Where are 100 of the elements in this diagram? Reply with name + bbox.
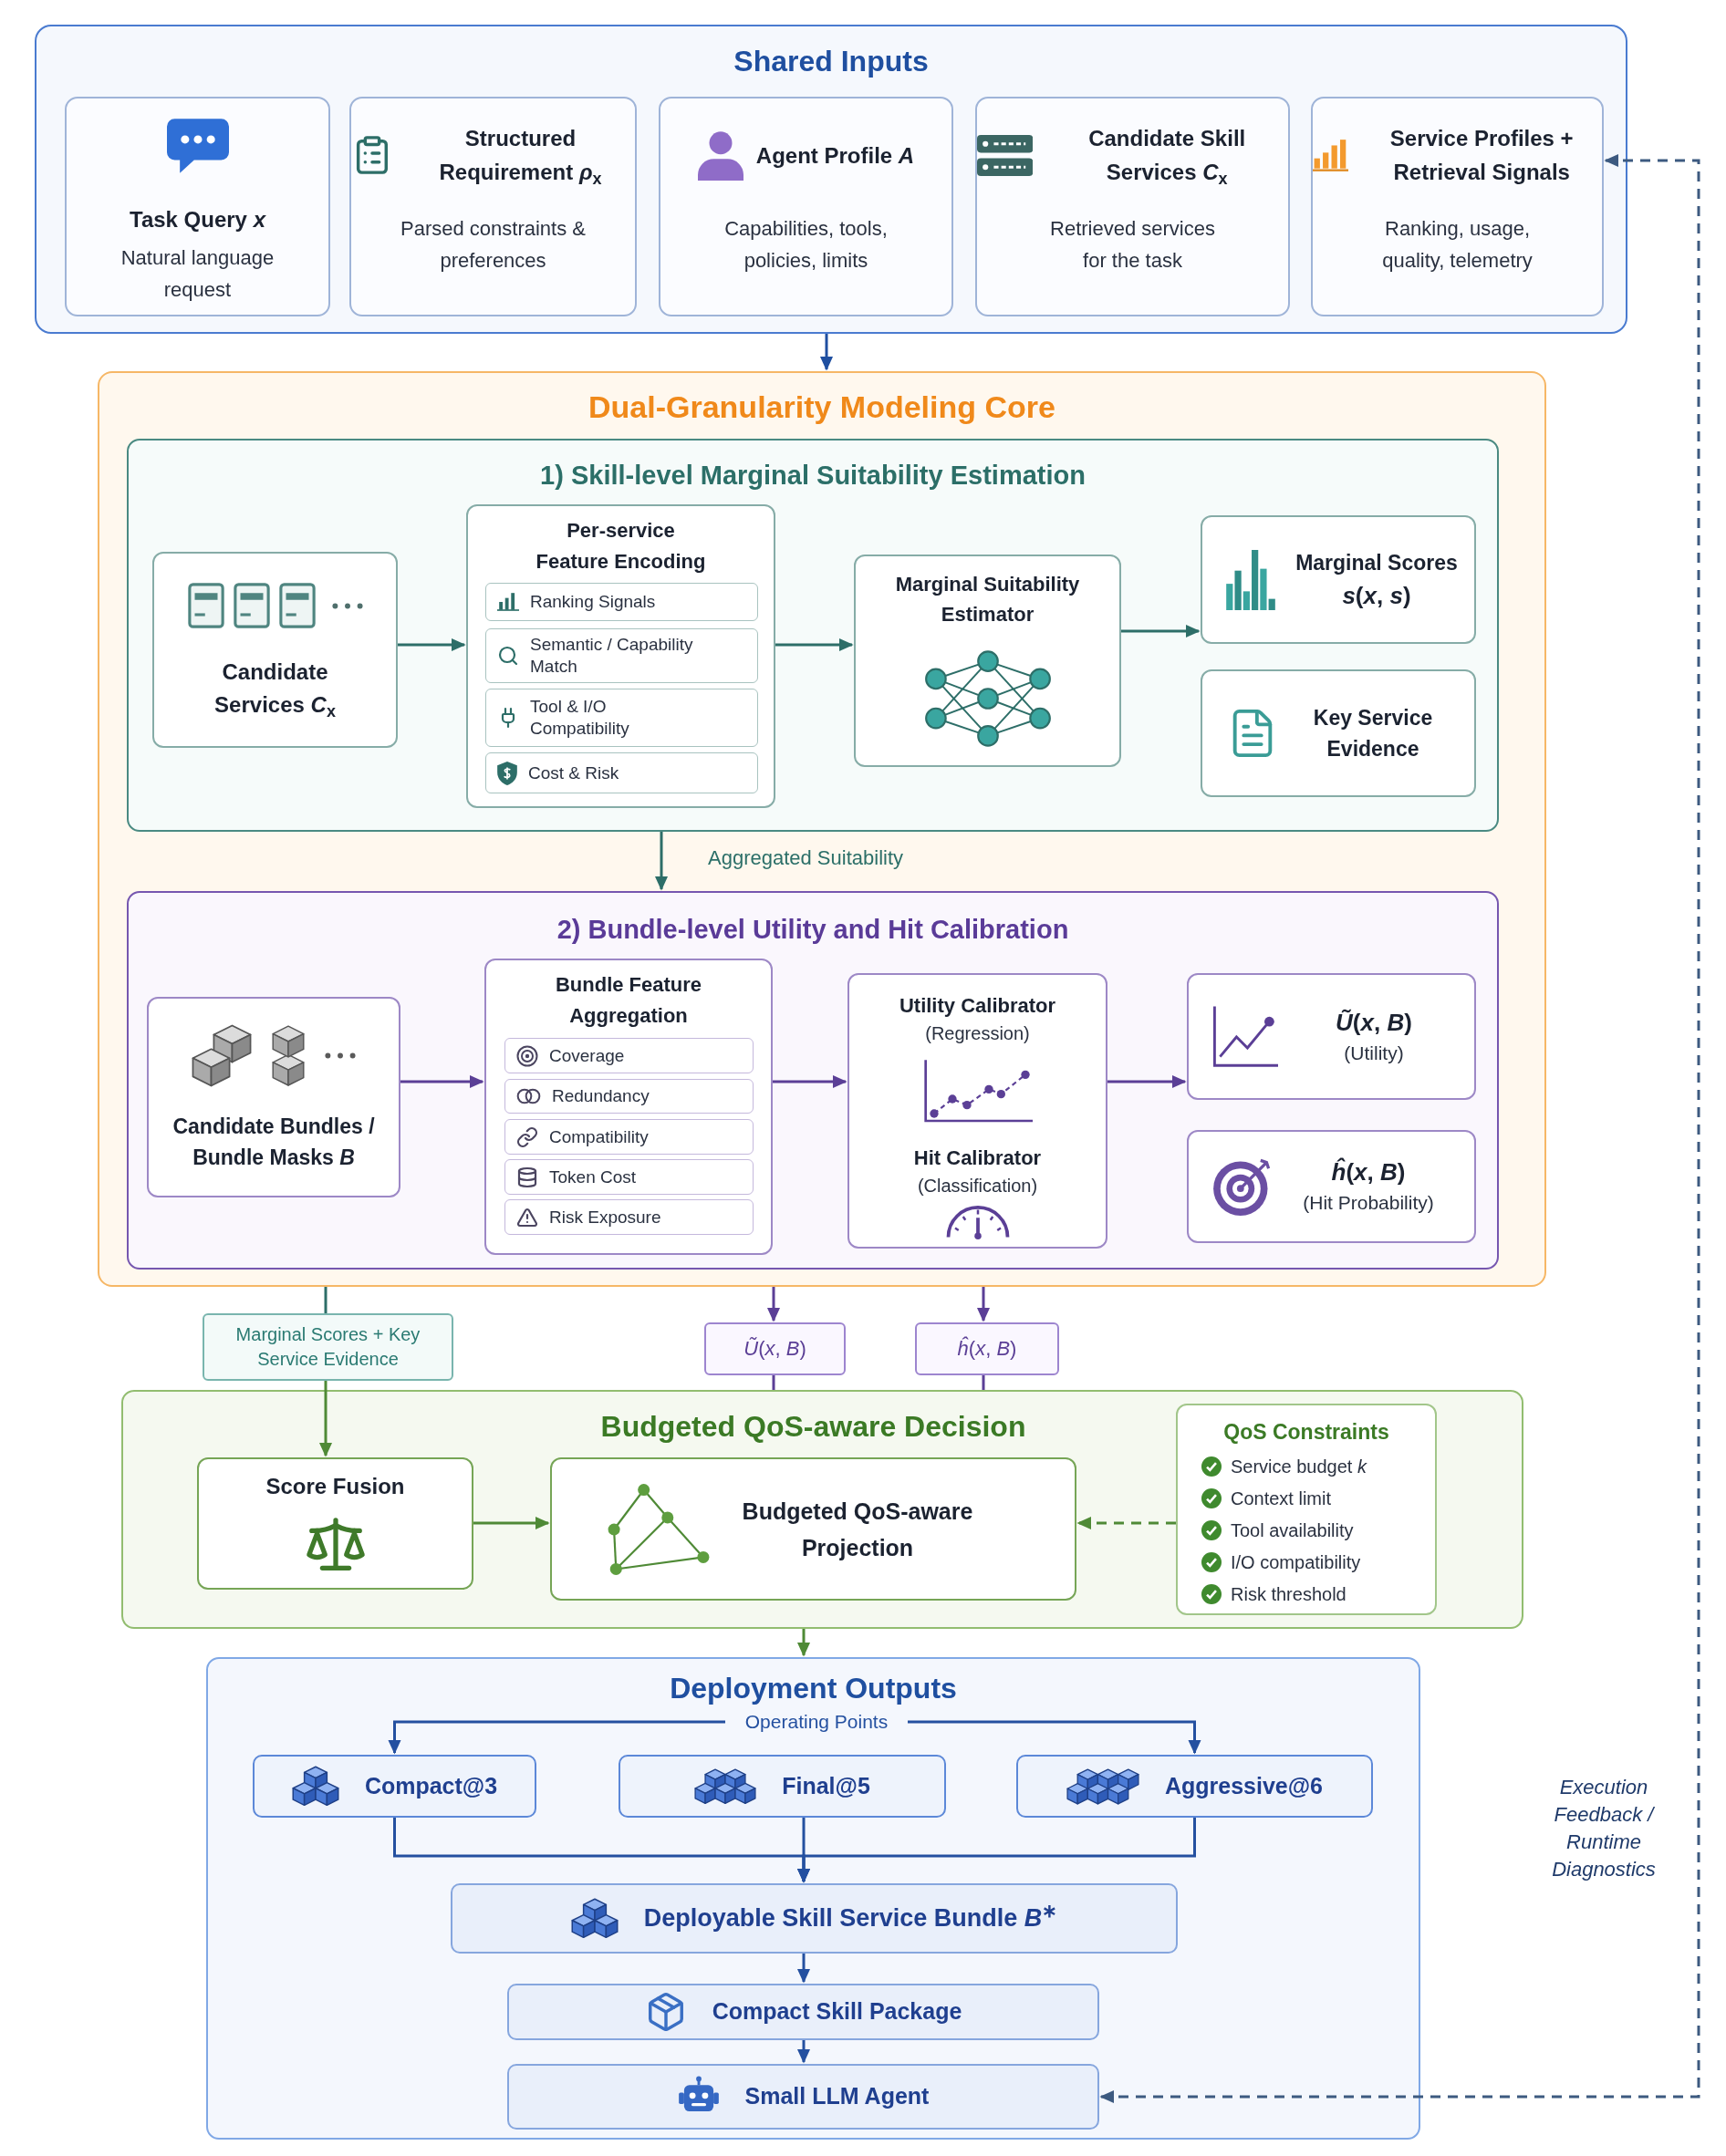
card-description: Retrieved services for the task [1049, 216, 1216, 274]
process-box [847, 973, 1107, 1249]
node-title: Marginal Scores [1295, 549, 1458, 576]
signal-tag [915, 1322, 1059, 1375]
card-description: Capabilities, tools, policies, limits [723, 216, 889, 274]
panel-title: Shared Inputs [733, 44, 929, 79]
node-title: Bundle Feature Aggregation [554, 972, 703, 1029]
node-title: Budgeted QoS-aware Projection [741, 1497, 974, 1562]
node-subtitle: (Hit Probability) [1303, 1191, 1434, 1215]
arrow [796, 1954, 811, 1984]
input-card [975, 97, 1290, 316]
row-label: Risk Exposure [549, 1206, 661, 1228]
arrow [318, 1381, 333, 1457]
arrow [388, 1720, 725, 1755]
formula: ĥ(x, B) [1331, 1156, 1406, 1187]
panel-title: Deployment Outputs [670, 1671, 957, 1706]
feature-row [485, 628, 758, 683]
option-box [619, 1755, 946, 1818]
row-label: Token Cost [549, 1166, 637, 1188]
section-panel [98, 371, 1546, 1287]
arrow [1121, 624, 1201, 638]
process-box [197, 1457, 473, 1590]
process-box [1201, 669, 1476, 797]
constraint-item: Risk threshold [1231, 1582, 1346, 1606]
section-panel [206, 1657, 1420, 2140]
feature-row [504, 1159, 754, 1195]
card-title: Agent Profile A [755, 141, 915, 170]
output-label: Small LLM Agent [744, 2082, 930, 2111]
output-box [507, 2064, 1099, 2130]
feature-row [504, 1038, 754, 1073]
node-subtitle: (Utility) [1344, 1041, 1404, 1065]
node-title: QoS Constraints [1223, 1419, 1389, 1446]
process-box [1201, 515, 1476, 644]
row-label: Semantic / Capability Match [530, 634, 694, 678]
arrow [654, 832, 669, 891]
output-label: Aggressive@6 [1164, 1771, 1324, 1800]
connector-line [772, 1375, 775, 1390]
signal-tag [203, 1313, 453, 1381]
node-title: Marginal Suitability Estimator [894, 572, 1081, 627]
arrow [796, 2040, 811, 2064]
card-description: Parsed constraints & preferences [400, 216, 587, 274]
card-title: Service Profiles + Retrieval Signals [1388, 125, 1575, 186]
section-panel [127, 891, 1499, 1270]
feature-row [485, 752, 758, 793]
row-label: Ranking Signals [530, 591, 656, 613]
arrow [398, 637, 466, 652]
process-box [1187, 973, 1476, 1100]
panel-title: 1) Skill-level Marginal Suitability Estimation [540, 460, 1086, 492]
arrow [1076, 1516, 1176, 1530]
card-title: Task Query x [130, 206, 265, 233]
connector-line [324, 1287, 328, 1313]
panel-title: Budgeted QoS-aware Decision [600, 1409, 1026, 1445]
formula: ĥ(x, B) [957, 1335, 1017, 1362]
input-card [1311, 97, 1604, 316]
process-box [550, 1457, 1076, 1601]
node-title: Utility Calibrator [899, 993, 1056, 1019]
arrow [773, 1074, 847, 1089]
input-card [659, 97, 953, 316]
process-box [484, 959, 773, 1255]
output-box [507, 1984, 1099, 2040]
process-box [854, 555, 1121, 767]
edge-label: Execution Feedback / Runtime Diagnostics [1551, 1775, 1657, 1882]
constraint-item: I/O compatibility [1231, 1550, 1361, 1574]
feature-row [504, 1119, 754, 1155]
arrow [819, 334, 834, 371]
process-box [147, 997, 400, 1197]
node-subtitle: (Classification) [917, 1175, 1038, 1197]
row-label: Redundancy [552, 1085, 650, 1107]
node-subtitle: (Regression) [925, 1022, 1030, 1045]
node-title: Candidate Services C$_{x}$ [213, 658, 337, 721]
formula: Ũ(x, B) [1336, 1007, 1412, 1038]
section-panel [127, 439, 1499, 832]
output-box [451, 1883, 1178, 1954]
node-title: Score Fusion [265, 1473, 405, 1500]
arrow [1107, 1074, 1187, 1089]
arrow [400, 1074, 484, 1089]
constraint-item: Context limit [1231, 1487, 1332, 1510]
constraint-item: Service budget k [1231, 1455, 1367, 1478]
feature-row [485, 689, 758, 747]
signal-tag [704, 1322, 846, 1375]
panel-title: Dual-Granularity Modeling Core [588, 389, 1055, 426]
arrow [976, 1287, 991, 1322]
input-card [349, 97, 637, 316]
row-label: Compatibility [549, 1125, 649, 1148]
constraint-item: Tool availability [1231, 1519, 1354, 1542]
option-box [253, 1755, 536, 1818]
arrow [473, 1516, 550, 1530]
node-title: Candidate Bundles / Bundle Masks B [172, 1113, 376, 1171]
arrow [775, 637, 854, 652]
arrow [1099, 153, 1700, 2104]
process-box [466, 504, 775, 808]
output-label: Compact@3 [364, 1771, 498, 1800]
feature-row [504, 1199, 754, 1235]
section-panel [121, 1390, 1523, 1629]
constraints-box [1176, 1404, 1437, 1615]
output-label: Compact Skill Package [712, 1997, 962, 2026]
process-box [1187, 1130, 1476, 1243]
formula: s(x, s) [1342, 580, 1411, 611]
node-title: Key Service Evidence [1312, 705, 1434, 762]
process-box [152, 552, 398, 748]
